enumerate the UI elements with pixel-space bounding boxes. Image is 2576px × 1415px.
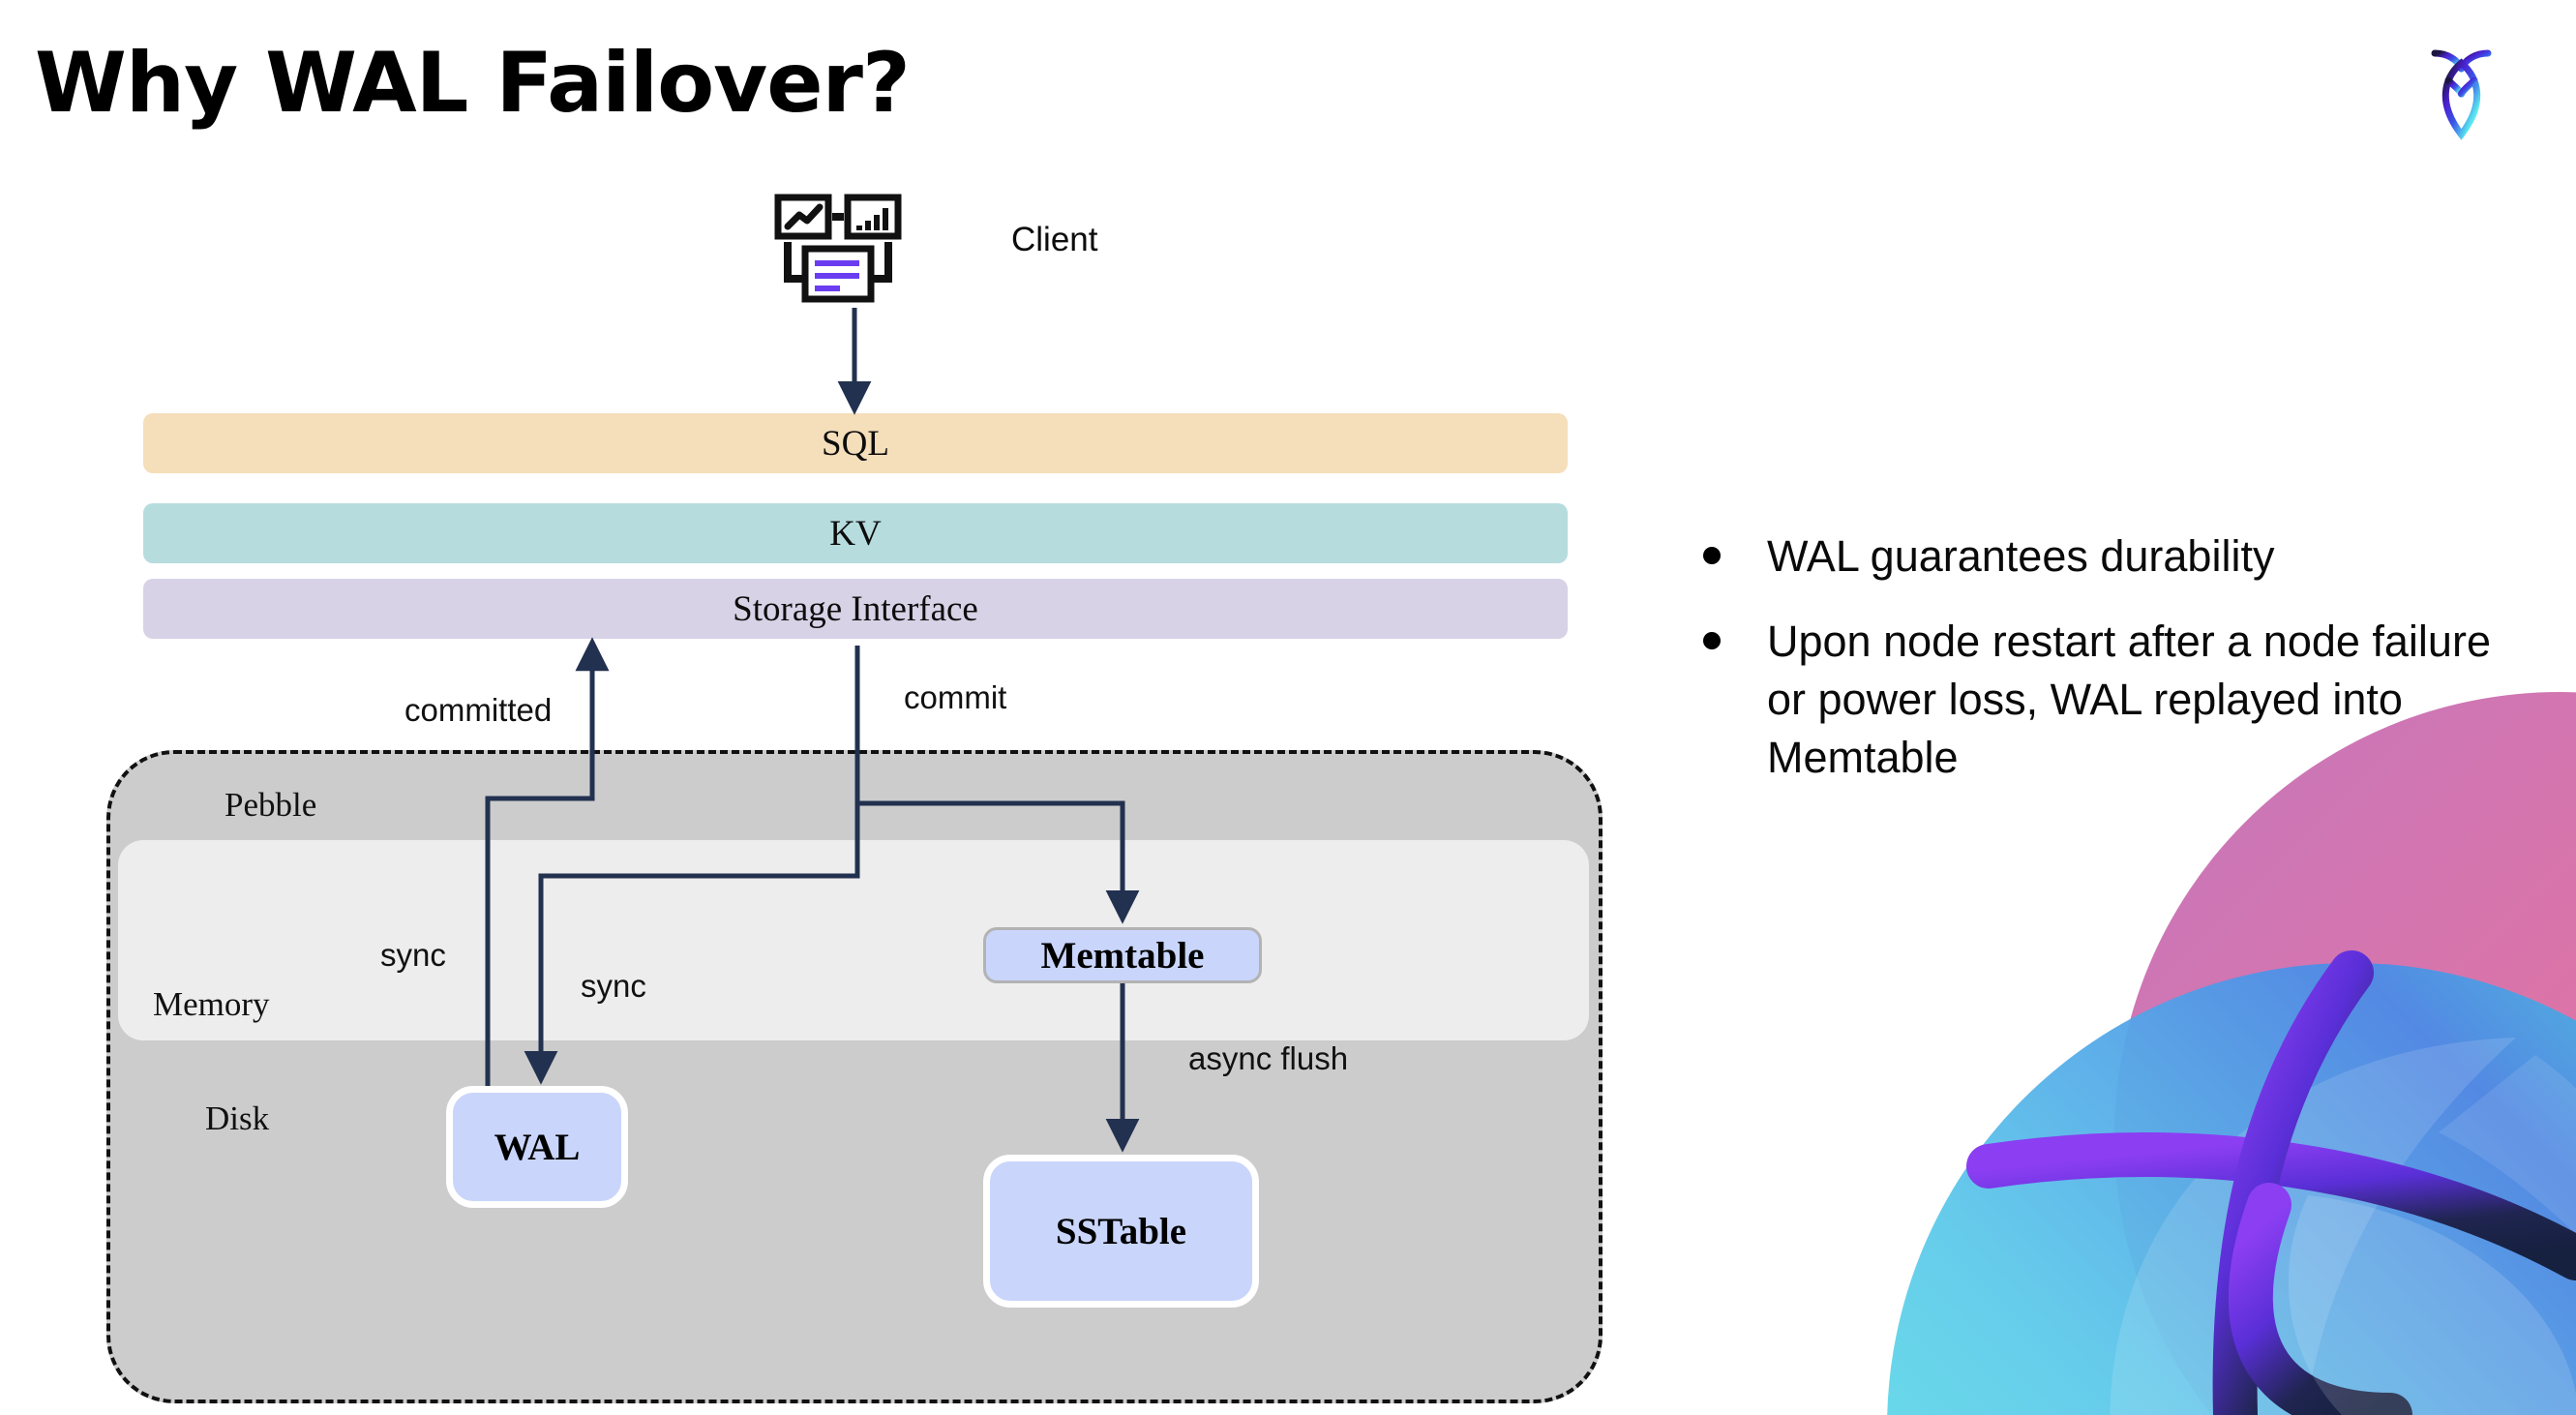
node-memtable: Memtable	[983, 927, 1262, 983]
memory-region	[118, 840, 1589, 1040]
client-label: Client	[1011, 221, 1098, 258]
layer-bar-storage-interface: Storage Interface	[143, 579, 1568, 639]
pebble-label: Pebble	[225, 786, 317, 824]
edge-label-sync-1: sync	[380, 937, 446, 973]
layer-bar-kv-label: KV	[829, 513, 882, 554]
edge-label-commit: commit	[904, 679, 1007, 715]
bullet-text: Upon node restart after a node failure o…	[1767, 616, 2491, 782]
bullet-dot-icon	[1703, 631, 1721, 649]
bullet-dot-icon	[1703, 547, 1721, 564]
bullet-list: WAL guarantees durability Upon node rest…	[1703, 527, 2506, 813]
layer-bar-sql: SQL	[143, 413, 1568, 473]
bullet-text: WAL guarantees durability	[1767, 531, 2275, 581]
page-title: Why WAL Failover?	[35, 35, 911, 132]
node-sstable-label: SSTable	[1055, 1210, 1187, 1252]
list-item: Upon node restart after a node failure o…	[1703, 613, 2506, 787]
client-dashboard-icon	[774, 194, 929, 310]
layer-bar-kv: KV	[143, 503, 1568, 563]
memory-label: Memory	[153, 985, 270, 1023]
edge-label-committed: committed	[404, 692, 553, 728]
node-wal-label: WAL	[494, 1126, 581, 1168]
node-sstable: SSTable	[983, 1155, 1259, 1308]
cockroachdb-logo-icon	[2415, 34, 2507, 142]
layer-bar-sql-label: SQL	[822, 423, 889, 464]
node-wal: WAL	[446, 1086, 628, 1208]
edge-label-sync-2: sync	[581, 968, 646, 1004]
layer-bar-storage-interface-label: Storage Interface	[733, 588, 978, 629]
node-memtable-label: Memtable	[1040, 934, 1205, 977]
list-item: WAL guarantees durability	[1703, 527, 2506, 586]
edge-label-async-flush: async flush	[1188, 1040, 1349, 1076]
disk-label: Disk	[205, 1099, 270, 1137]
